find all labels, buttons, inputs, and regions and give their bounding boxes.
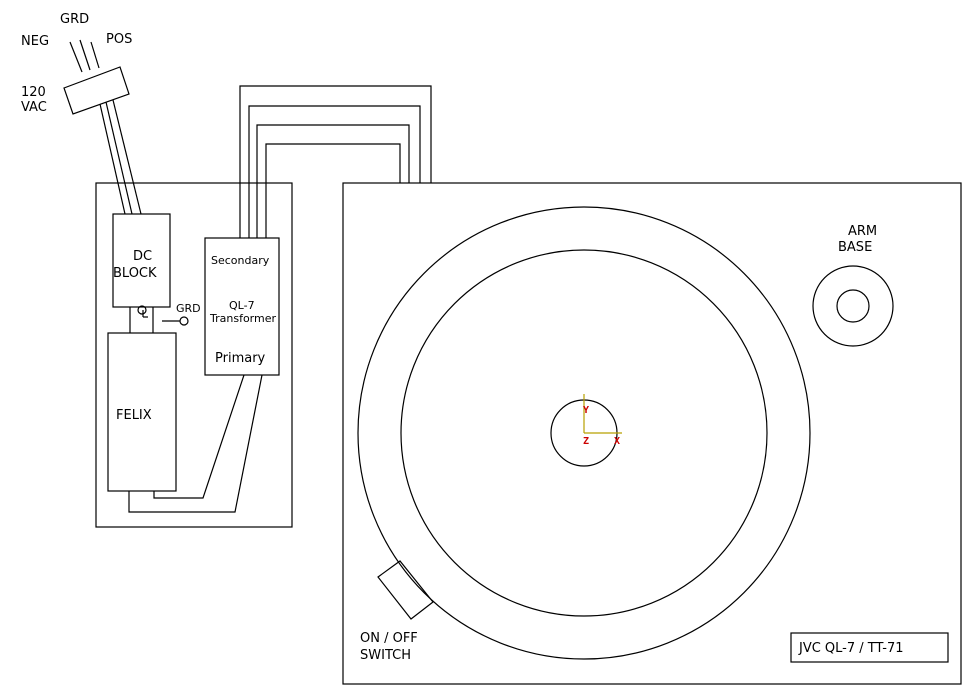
title-block [790,632,949,663]
transformer-primary-label: Primary [215,351,266,366]
primary-wire-2 [128,374,263,513]
arm-base-outer [812,265,894,347]
ground-label: GRD [176,302,201,315]
grd-wire [79,39,91,71]
pos-label: POS [106,32,132,47]
secondary-wire-1 [239,85,432,238]
arm-base-inner [836,289,870,323]
primary-wire-1 [153,374,245,499]
ucs-icon: Y Z X [583,394,622,447]
ground-terminal [137,305,189,326]
dc-block [112,213,171,308]
turntable-plinth [342,182,962,685]
voltage-label-vac: VAC [21,100,47,115]
dc-block-label-2: BLOCK [113,266,157,281]
transformer-name-label: Transformer [209,312,276,325]
felix-label: FELIX [116,408,152,423]
neg-wire [69,41,83,73]
cord-wire-1 [99,103,126,215]
power-plug [63,66,130,115]
ucs-y-label: Y [583,405,589,416]
secondary-wire-2 [248,105,421,238]
cord-wire-2 [105,101,133,215]
switch-label-1: ON / OFF [360,631,418,646]
switch-label-2: SWITCH [360,648,411,663]
title-block-label: JVC QL-7 / TT-71 [798,641,903,656]
dc-block-label-1: DC [133,249,152,264]
platter-inner [400,249,768,617]
platter-outer [357,206,811,660]
voltage-label-120: 120 [21,85,46,100]
grd-top-label: GRD [60,12,89,27]
arm-base-label-1: ARM [848,224,877,239]
transformer-secondary-label: Secondary [211,254,270,267]
neg-label: NEG [21,34,49,49]
transformer [204,237,280,376]
ucs-x-label: X [614,436,620,447]
transformer-model-label: QL-7 [229,299,255,312]
power-cord [63,39,142,215]
power-supply-enclosure [95,182,293,528]
arm-base-label-2: BASE [838,240,872,255]
secondary-wire-4 [265,143,401,238]
on-off-switch[interactable] [377,560,434,620]
cord-wire-3 [112,99,142,215]
felix-unit [107,332,177,492]
pos-wire [90,41,100,69]
ucs-z-label: Z [583,436,589,447]
secondary-wire-3 [256,124,410,238]
